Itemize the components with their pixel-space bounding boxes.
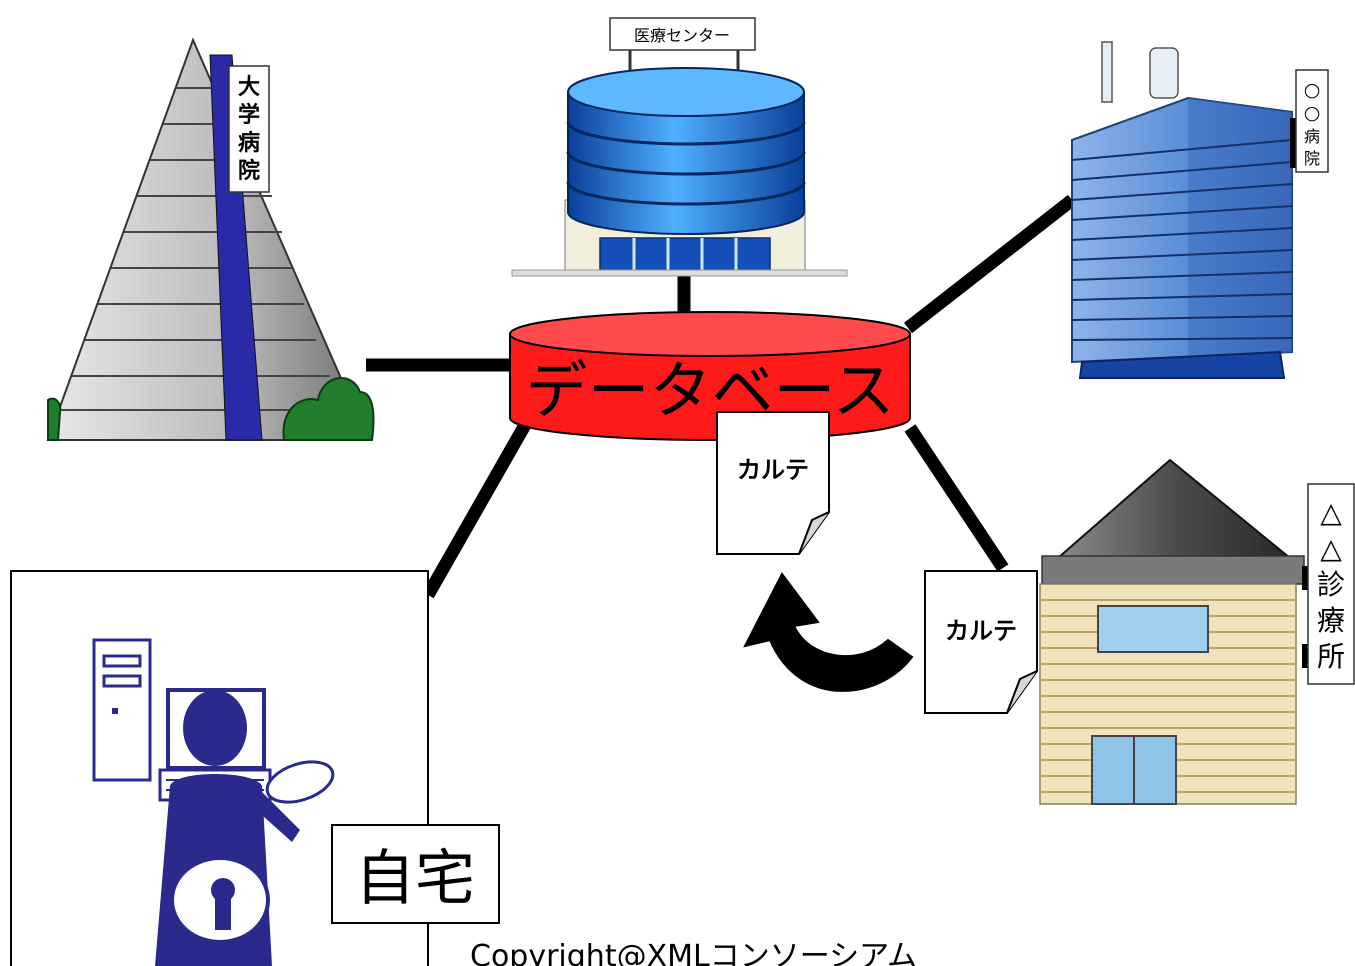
medical-center-sign-text: 医療センター [634,26,730,45]
clinic-sign-char-1: △ [1320,496,1342,529]
hospital-sign-char-2: ○ [1304,102,1321,124]
clinic-building: △ △ 診 療 所 [1039,458,1355,805]
clinic-sign-char-4: 療 [1317,604,1345,637]
copyright-footer: Copyright@XMLコンソーシアム [470,939,917,966]
karte-label-2: カルテ [945,617,1017,645]
medical-center: 医療センター [511,17,848,277]
mouse-icon [265,760,335,804]
database-cylinder: データベース [509,311,911,441]
university-sign [228,65,270,193]
karte-document-1: カルテ [716,411,830,555]
tree-icon [47,397,62,441]
database-label: データベース [526,354,895,427]
university-sign-char-2: 学 [238,102,260,128]
university-sign-char-4: 院 [238,158,260,184]
medical-center-sign [609,17,756,51]
home-label-box [331,824,500,924]
hospital-sign-char-1: ○ [1304,79,1321,101]
university-hospital: 大 学 病 院 [46,37,375,441]
hospital-sign-char-4: 院 [1304,149,1320,168]
home-label: 自宅 [355,844,475,914]
hospital-sign [1295,69,1329,173]
link-hospital [904,194,1076,334]
hospital-building: ○ ○ 病 院 [1071,41,1329,379]
clinic-sign-char-3: 診 [1317,568,1345,601]
clinic-sign [1307,483,1355,685]
clinic-sign-char-2: △ [1320,532,1342,565]
link-clinic [904,424,1009,572]
hospital-sign-char-3: 病 [1304,127,1320,146]
university-sign-char-1: 大 [238,75,260,100]
pc-tower-icon [92,638,152,782]
tree-icon [282,377,375,441]
home-panel: 自宅 [10,570,500,966]
transfer-arrow-icon [743,572,914,692]
karte-document-2: カルテ [924,570,1038,714]
university-sign-char-3: 病 [238,130,260,156]
network-connections [366,194,1076,599]
clinic-sign-char-5: 所 [1317,640,1345,673]
karte-label-1: カルテ [737,456,809,484]
link-home [422,421,531,599]
